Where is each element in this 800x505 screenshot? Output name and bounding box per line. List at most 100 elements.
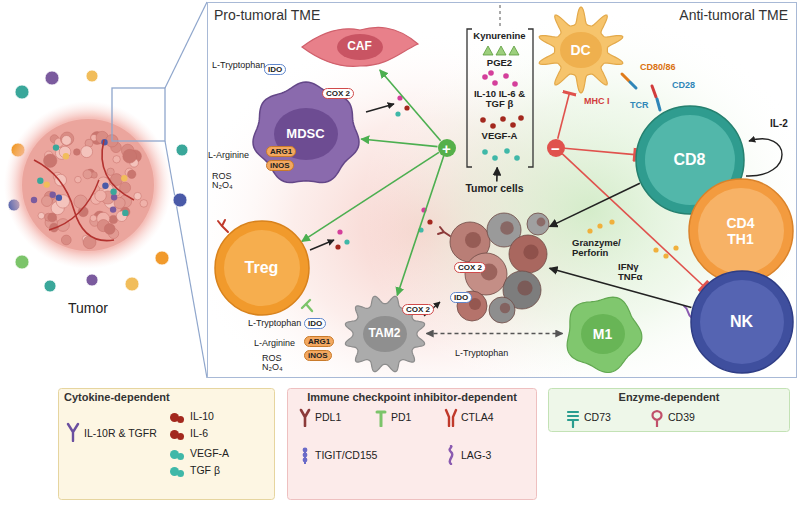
tumor-secretome-bracket-shape-part [512, 81, 518, 87]
node-label: MDSC [286, 126, 324, 141]
node-label: Kynurenine [469, 31, 531, 42]
enzyme-tag: iNOS [266, 160, 294, 171]
legend-symbol-part [446, 410, 456, 426]
enzyme-tag: IDO [304, 318, 326, 329]
tumor-illustration-shape-part [121, 175, 127, 181]
tumor-illustration-shape-part [140, 200, 148, 208]
enzyme-tag: iNOS [304, 350, 332, 361]
tumor-cell-cluster-shape-part [523, 244, 538, 259]
legend-label: IL-10 [190, 410, 214, 422]
tumor-secretome-bracket-shape-part [503, 73, 509, 79]
tumor-illustration-shape-part [22, 119, 154, 251]
tumor-illustration-shape-part [95, 190, 106, 201]
receptor-symbols-part [438, 227, 450, 236]
node-label: Immune checkpoint inhibitor-dependent [287, 391, 537, 404]
tumor-illustration-shape-part [37, 178, 43, 184]
tumor-illustration-shape-part [102, 183, 108, 189]
legend-symbol [444, 407, 458, 427]
receptor-symbols-part [622, 74, 629, 81]
cytokine-dots-part [653, 247, 658, 252]
tumor-secretome-bracket-shape-part [518, 115, 524, 121]
tumor-secretome-bracket-shape-part [488, 70, 494, 76]
annotation-label: Granzyme/ Perforin [572, 238, 621, 258]
receptor-symbols-part [302, 300, 312, 311]
immune-cells-around-tumor-part [155, 251, 169, 265]
cytokine-dots-part [395, 111, 400, 116]
legend-symbol-part [653, 411, 662, 427]
node-label: CAF [347, 40, 372, 54]
legend-label: CD73 [584, 411, 611, 423]
enzyme-tag: IDO [264, 64, 286, 75]
zoom-lines-part [165, 2, 207, 88]
legend-symbol [298, 445, 312, 465]
legend-label: CD39 [668, 411, 695, 423]
annotation-label: ROS N₂O₄ [262, 354, 283, 373]
tumor-illustration-shape-part [81, 146, 93, 158]
legend-symbol [444, 445, 458, 465]
connector [380, 70, 441, 141]
tumor-illustration-shape-part [44, 181, 50, 187]
tumor-illustration-shape-part [56, 195, 62, 201]
legend-panels-part [288, 389, 537, 500]
m1-macrophage-shape-part [581, 314, 625, 354]
node-label: DC [570, 41, 590, 57]
tumor-secretome-bracket-shape-part [500, 116, 506, 122]
legend-swatch [170, 450, 179, 459]
legend-panels-part [59, 389, 275, 500]
legend-panels [59, 389, 790, 500]
nk-cell-shape-part [700, 280, 784, 364]
legend-label: TIGIT/CD155 [315, 449, 377, 461]
caf-cell-shape-part [337, 34, 383, 60]
legend-swatch [170, 430, 179, 439]
tumor-illustration-shape-part [102, 140, 134, 200]
tumor-illustration: Tumor [4, 80, 172, 318]
tumor-illustration-shape-part [110, 206, 116, 212]
legend-label: PDL1 [315, 411, 341, 423]
legend-symbol-part [68, 424, 78, 441]
node-label: Cytokine-dependent [64, 391, 170, 404]
stimulation-sign: + [438, 139, 456, 157]
inhibition-sign: − [547, 139, 565, 157]
cytokine-dots-part [404, 105, 409, 110]
enzyme-tag: COX 2 [402, 304, 434, 315]
annotation-label: IFNγ TNFα [618, 262, 642, 282]
annotation-label: IL-2 [770, 118, 788, 130]
treg-cell-shape-part [224, 230, 300, 306]
cytokine-dots-part [427, 219, 432, 224]
legend-symbol-part [301, 410, 309, 426]
immune-cells-around-tumor-part [86, 274, 98, 286]
legend-label: TGF β [190, 464, 220, 476]
tumor-illustration-shape-part [104, 224, 115, 235]
cytokine-dots [335, 95, 678, 258]
annotation-label: CD80/86 [640, 62, 676, 72]
legend-box: Enzyme-dependent [548, 388, 790, 432]
legend-symbol [298, 407, 312, 427]
legend-swatch [170, 467, 179, 476]
tumor-cell-cluster-shape-part [500, 221, 514, 235]
mdsc-cell-shape-part [253, 82, 359, 182]
divider-line [500, 5, 501, 27]
tumor-illustration-shape-part [128, 170, 136, 178]
tumor-illustration-shape-part [61, 235, 71, 245]
node-label: M1 [593, 325, 612, 341]
tumor-illustration-shape-part [112, 88, 165, 141]
tumor-illustration-shape-part [62, 136, 72, 146]
tumor-illustration-shape-part [123, 149, 137, 163]
tumor-illustration-shape-part [4, 101, 172, 269]
legend-symbol-part [377, 412, 385, 426]
tumor-secretome-bracket-shape-part [482, 149, 488, 155]
node-label: CD4 TH1 [726, 214, 754, 246]
annotation-label: TCR [630, 100, 649, 110]
cytokine-dots-part [335, 244, 340, 249]
tumor-secretome-bracket-shape-part [467, 29, 533, 167]
tumor-illustration-shape-part [74, 149, 81, 156]
node-label: Anti-tumoral TME [679, 7, 788, 23]
caf-cell-shape-part [302, 27, 418, 66]
legend-symbol-part [303, 458, 308, 463]
tumor-illustration-shape-part [134, 192, 141, 199]
panel-ground [207, 2, 797, 378]
legend-symbol-part [303, 453, 308, 458]
cd4-th1-cell-shape-part [698, 188, 784, 274]
immune-cells-around-tumor-part [15, 255, 29, 269]
secretion-arrows-part [746, 139, 782, 176]
